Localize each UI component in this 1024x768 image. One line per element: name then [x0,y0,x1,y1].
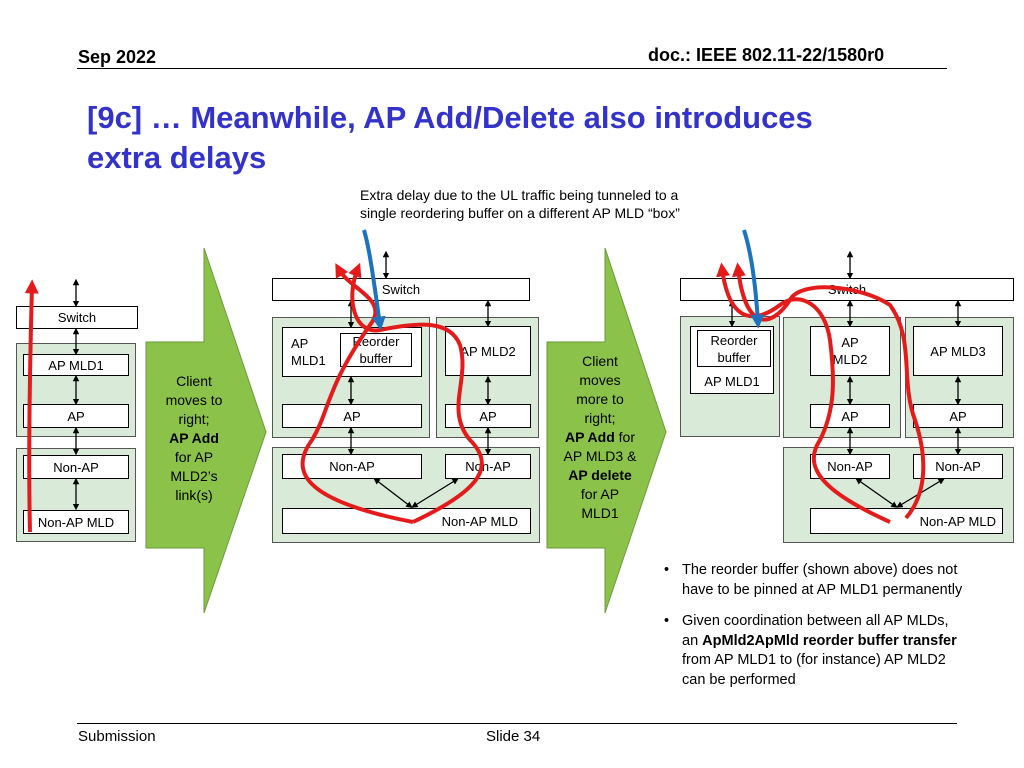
arrow1-l3: right; [178,411,210,427]
right-non-ap2: Non-AP [913,454,1003,479]
footer-slide-number: Slide 34 [486,728,541,745]
arrow1-l7: link(s) [175,487,213,503]
arrow1-l4: AP Add [169,430,219,446]
double-arrows [72,250,962,511]
arrow1-l6: MLD2’s [170,468,218,484]
bullet-1: • The reorder buffer (shown above) does … [664,561,1022,600]
slide-title: [9c] … Meanwhile, AP Add/Delete also int… [87,98,967,178]
left-traffic-path [24,279,39,533]
footer-rule [77,723,957,724]
footer-left: Submission [78,728,156,745]
bullet-1-marker: • [664,562,670,578]
bullet-2-line1: Given coordination between all AP MLDs, [682,613,949,629]
middle-reorder-line2: buffer [359,351,393,366]
annotation-line-1: Extra delay due to the UL traffic being … [360,187,679,203]
middle-ap-mld2: AP MLD2 [445,326,531,376]
bullet-2-marker: • [664,613,670,629]
arrow2-l7: AP delete [568,467,632,483]
right-reorder-buffer: Reorder buffer [697,330,771,367]
left-non-ap: Non-AP [23,455,129,479]
arrow2-l5-bold: AP Add [564,429,615,445]
arrow1-label: Client moves to right; AP Add for AP MLD… [146,372,242,505]
arrow1-l1: Client [176,373,212,389]
arrow2-l9: MLD1 [581,505,619,521]
middle-tunnel-path [362,229,386,331]
right-tunnel-path [742,229,765,329]
arrow1-l5: for AP [174,449,214,465]
header-doc-id: doc.: IEEE 802.11-22/1580r0 [648,45,885,65]
arrow2-l8: for AP [580,486,620,502]
bullet-2: • Given coordination between all AP MLDs… [664,612,1022,690]
bullet-1-line1: The reorder buffer (shown above) does no… [682,562,958,578]
arrow2-l6: AP MLD3 & [563,448,637,464]
arrow1-l2: moves to [165,392,223,408]
move-arrow-1 [145,247,267,614]
middle-traffic-path-1 [300,263,414,524]
arrow2-l1: Client [582,353,618,369]
right-ap-mld2-line2: MLD2 [832,352,868,367]
header-rule [77,68,947,69]
arrow2-l2: moves [579,372,621,388]
middle-switch: Switch [272,278,530,301]
bullet-2-line2-prefix: an [682,632,703,649]
middle-ap-mld1-line2: MLD1 [291,353,326,368]
bullet-2-line2-bold: ApMld2ApMld reorder buffer transfer [702,632,957,649]
arrow2-l3: more to [576,391,624,407]
arrow2-label: Client moves more to right; AP Add for A… [548,352,652,523]
arrow2-l5-rest: for [614,429,635,445]
right-ap-mld1: AP MLD1 [704,374,760,389]
right-traffic-path-2 [731,262,926,520]
right-non-ap-mld: Non-AP MLD [810,508,1003,534]
middle-non-ap2: Non-AP [445,454,531,479]
left-non-ap-mld: Non-AP MLD [23,510,129,534]
bullet-2-line2: an ApMld2ApMld reorder buffer transfer [682,632,1022,652]
right-ap-mld3: AP MLD3 [913,326,1003,376]
move-arrow-2 [546,247,667,614]
title-line-2: extra delays [87,140,267,175]
title-line-1: [9c] … Meanwhile, AP Add/Delete also int… [87,100,813,135]
right-reorder-line1: Reorder [710,332,758,348]
bullet-2-line4: can be performed [682,671,796,688]
middle-traffic-path-2 [348,262,484,524]
middle-reorder-line1: Reorder [352,334,400,349]
right-ap-mld2-line1: AP [841,335,859,350]
right-reorder-line2: buffer [717,349,751,365]
arrow2-l4: right; [584,410,616,426]
header-date: Sep 2022 [78,47,157,67]
annotation-line-2: single reordering buffer on a different … [360,205,680,221]
bullet-1-line2: have to be pinned at AP MLD1 permanently [682,581,963,598]
delay-annotation: Extra delay due to the UL traffic being … [360,186,780,222]
arrow2-l5: AP Add for [548,428,652,447]
right-ap-mld2: AP MLD2 [810,326,890,376]
middle-ap-mld1-line1: AP [291,336,309,351]
bullet-2-line3: from AP MLD1 to (for instance) AP MLD2 [682,652,946,668]
